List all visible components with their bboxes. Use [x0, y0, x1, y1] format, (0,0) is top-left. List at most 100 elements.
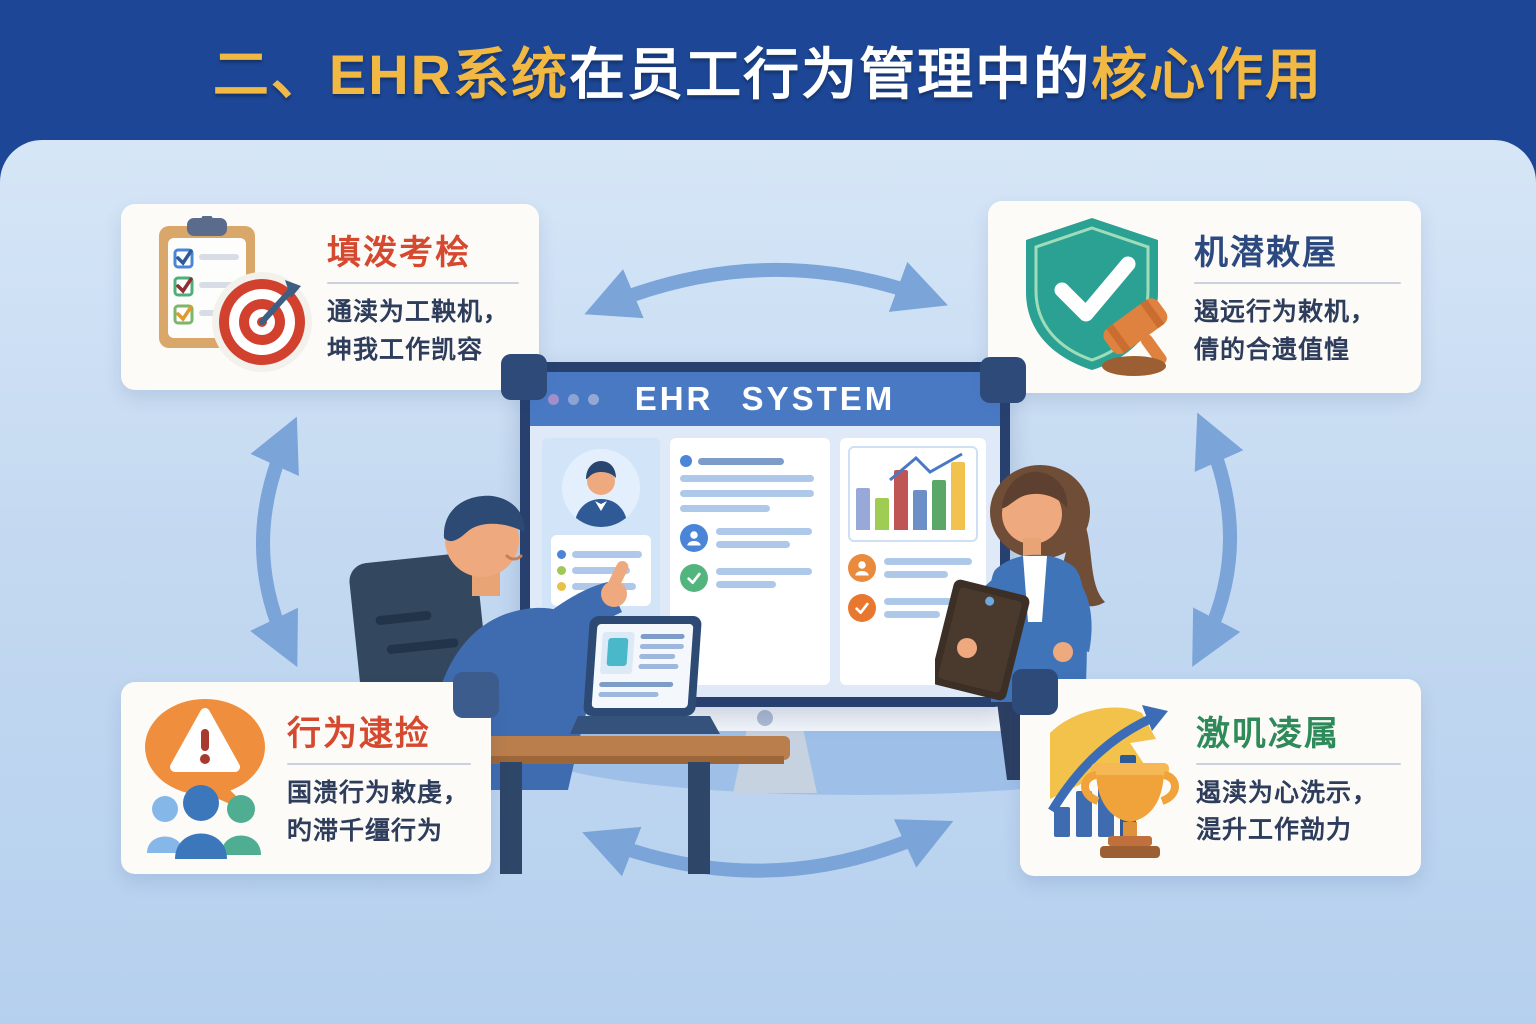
bullet-dot: [557, 582, 566, 591]
window-dot-icon: [548, 393, 559, 405]
person-icon: [848, 554, 876, 582]
text-line: [572, 567, 630, 574]
corner-accent: [453, 672, 499, 718]
text-line: [680, 505, 770, 512]
woman-neck: [1023, 538, 1041, 556]
card-body: 国溃行为敕虔， 旳滞千缰行为: [287, 775, 473, 850]
analytics-row: [848, 554, 978, 582]
card-divider: [287, 763, 471, 765]
laptop-illustration: [570, 616, 720, 734]
card-growth: 激叽凌属 遏渎为心洗示， 湜升工作勏力: [1012, 669, 1421, 876]
check-icon: [848, 594, 876, 622]
clipboard-target-icon: [139, 213, 319, 379]
card-body-line2: 旳滞千缰行为: [287, 816, 444, 845]
card-body: 遏远行为敕机， 倩的合遗值惶: [1194, 294, 1403, 369]
page-title-segment-3: 核心作用: [1091, 42, 1324, 106]
card-title: 填泼考桧: [327, 234, 471, 272]
card-body: 通渎为工鞅机， 坤我工作凯容: [327, 294, 521, 369]
page-title-segment-1: 二、EHR系统: [212, 42, 570, 106]
monitor-logo-dot: [757, 710, 773, 726]
man-pointing-finger: [607, 561, 629, 591]
corner-accent: [980, 357, 1026, 403]
text-line: [716, 541, 790, 548]
corner-accent: [1012, 669, 1058, 715]
card-body-line2: 湜升工作勏力: [1196, 816, 1353, 844]
employee-avatar: [562, 449, 640, 527]
ehr-system-title: EHR SYSTEM: [634, 380, 896, 417]
text-line: [884, 558, 972, 565]
record-row: [680, 524, 820, 552]
avatar-person-icon: [562, 449, 640, 527]
text-line: [680, 475, 814, 482]
ehr-screen-header: EHR SYSTEM: [530, 372, 1000, 426]
fingerprint-chip-icon: [606, 638, 629, 666]
card-body-line1: 遏渎为心洗示，: [1196, 778, 1379, 807]
card-divider: [327, 282, 519, 284]
chart-bar: [894, 470, 908, 530]
card-text: 机潜敕屋 遏远行为敕机，倩的合遗值惶: [1186, 225, 1403, 369]
page-title: 二、EHR系统在员工行为管理中的核心作用: [213, 30, 1323, 111]
window-dots: [548, 393, 599, 405]
man-smile: [505, 554, 523, 561]
window-dot-icon: [588, 393, 599, 405]
window-dot-icon: [568, 393, 579, 405]
card-divider: [1194, 282, 1401, 284]
chart-bars: [856, 454, 970, 530]
text-line: [698, 457, 784, 465]
card-title: 激叽凌属: [1196, 714, 1340, 753]
man-sleeve: [526, 582, 622, 662]
woman-hand-right: [1053, 642, 1073, 662]
page-title-segment-2: 在员工行为管理中的: [569, 42, 1092, 106]
woman-shirt: [1023, 556, 1047, 622]
chart-bar: [913, 490, 927, 530]
text-line: [716, 528, 812, 535]
record-header-row: [680, 455, 820, 467]
man-hand: [601, 581, 627, 607]
woman-hand-left: [957, 638, 977, 658]
card-text: 填泼考桧 通渎为工鞅机， 坤我工作凯容: [319, 225, 521, 369]
analytics-row: [848, 594, 978, 622]
laptop-base: [570, 716, 720, 734]
card-body-line2: 坤我工作凯容: [327, 335, 484, 364]
text-line: [716, 568, 812, 575]
growth-trophy-icon: [1038, 691, 1188, 864]
desk-edge: [476, 756, 784, 764]
chart-bar: [951, 462, 965, 530]
woman-hair-front: [1002, 471, 1068, 509]
card-body: 遏渎为心洗示， 湜升工作勏力: [1196, 775, 1403, 850]
text-line: [884, 598, 972, 605]
standing-woman-illustration: [935, 465, 1105, 780]
card-performance: 填泼考桧 通渎为工鞅机， 坤我工作凯容: [121, 204, 547, 400]
bullet-dot: [680, 455, 692, 467]
detail-row: [557, 550, 645, 559]
card-text: 行为逮捡 国溃行为敕虔， 旳滞千缰行为: [279, 706, 473, 850]
record-row: [680, 564, 820, 592]
chart-bar: [875, 498, 889, 530]
text-line: [884, 571, 948, 578]
chart-bar: [856, 488, 870, 530]
card-divider: [1196, 762, 1401, 765]
clipboard: [935, 579, 1030, 701]
card-compliance: 机潜敕屋 遏远行为敕机，倩的合遗值惶: [980, 201, 1421, 403]
card-title: 行为逮捡: [287, 715, 431, 753]
card-body-line1: 国溃行为敕虔，: [287, 779, 470, 807]
card-body-line2: 倩的合遗值惶: [1194, 335, 1351, 364]
card-behavior-monitor: 行为逮捡 国溃行为敕虔， 旳滞千缰行为: [121, 672, 499, 874]
desk-leg: [688, 762, 710, 874]
text-line: [572, 551, 642, 558]
header-band: 二、EHR系统在员工行为管理中的核心作用: [0, 0, 1536, 140]
shield-gavel-icon: [1006, 214, 1186, 381]
desk-top: [470, 736, 790, 760]
bullet-dot: [557, 550, 566, 559]
card-body-line1: 遏远行为敕机，: [1194, 298, 1377, 326]
text-line: [716, 581, 776, 588]
card-body-line1: 通渎为工鞅机，: [327, 298, 510, 326]
man-hair: [443, 495, 525, 542]
check-icon: [680, 564, 708, 592]
ehr-screen-body: [530, 426, 1000, 697]
detail-row: [557, 566, 645, 575]
desk-leg: [500, 762, 522, 874]
bullet-dot: [557, 566, 566, 575]
chart-bar: [932, 480, 946, 530]
